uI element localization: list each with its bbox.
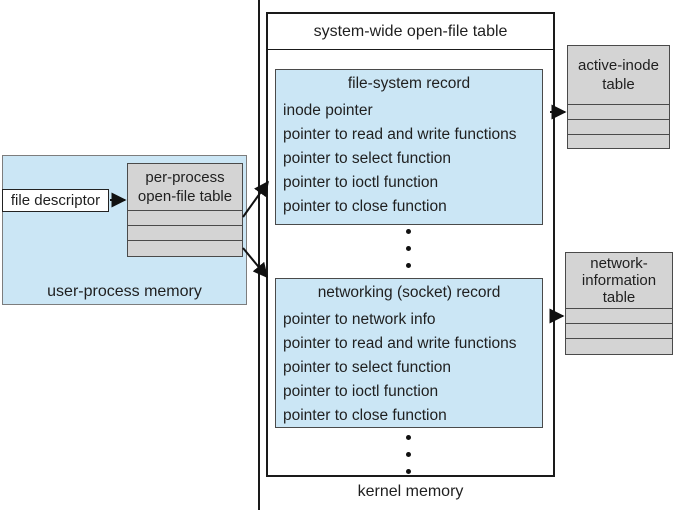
- table-row: [568, 135, 669, 149]
- record-entry: pointer to ioctl function: [283, 383, 439, 400]
- record-entry: pointer to read and write functions: [283, 335, 517, 352]
- active-inode-table: active-inode table: [567, 45, 670, 149]
- table-row: [568, 105, 669, 120]
- record-entry: pointer to select function: [283, 150, 452, 167]
- record-entry: pointer to read and write functions: [283, 126, 517, 143]
- active-inode-table-header: active-inode table: [568, 46, 669, 105]
- record-entry: pointer to network info: [283, 311, 436, 328]
- table-row: [566, 324, 672, 339]
- dot: [405, 263, 411, 268]
- per-process-open-file-table: per-process open-file table: [127, 163, 243, 257]
- file-system-record-title: file-system record: [347, 75, 471, 92]
- record-entry: inode pointer: [283, 102, 373, 119]
- record-entry: pointer to close function: [283, 407, 447, 424]
- table-row: [128, 241, 242, 255]
- record-entry: pointer to ioctl function: [283, 174, 439, 191]
- dot: [405, 435, 411, 440]
- memory-boundary-line: [258, 0, 260, 510]
- table-row: [128, 226, 242, 241]
- network-information-table-header: network-information table: [566, 253, 672, 309]
- user-process-memory-label: user-process memory: [47, 283, 202, 300]
- file-system-record-box: file-system record inode pointer pointer…: [275, 69, 543, 225]
- record-entry: pointer to close function: [283, 198, 447, 215]
- vertical-ellipsis: [405, 229, 411, 280]
- networking-socket-record-box: networking (socket) record pointer to ne…: [275, 278, 543, 428]
- dot: [405, 452, 411, 457]
- table-row: [128, 211, 242, 226]
- network-information-table: network-information table: [565, 252, 673, 355]
- kernel-memory-label: kernel memory: [357, 483, 464, 500]
- table-row: [566, 339, 672, 353]
- dot: [405, 229, 411, 234]
- table-row: [566, 309, 672, 324]
- file-descriptor-box: file descriptor: [2, 189, 109, 212]
- record-entry: pointer to select function: [283, 359, 452, 376]
- dot: [405, 469, 411, 474]
- vertical-ellipsis: [405, 435, 411, 486]
- system-wide-table-title: system-wide open-file table: [268, 14, 553, 50]
- per-process-table-header: per-process open-file table: [128, 164, 242, 211]
- file-descriptor-label: file descriptor: [10, 192, 101, 209]
- dot: [405, 246, 411, 251]
- networking-record-title: networking (socket) record: [317, 284, 501, 301]
- file-system-record-entries: inode pointer pointer to read and write …: [276, 99, 542, 219]
- table-row: [568, 120, 669, 135]
- networking-record-entries: pointer to network info pointer to read …: [276, 308, 542, 427]
